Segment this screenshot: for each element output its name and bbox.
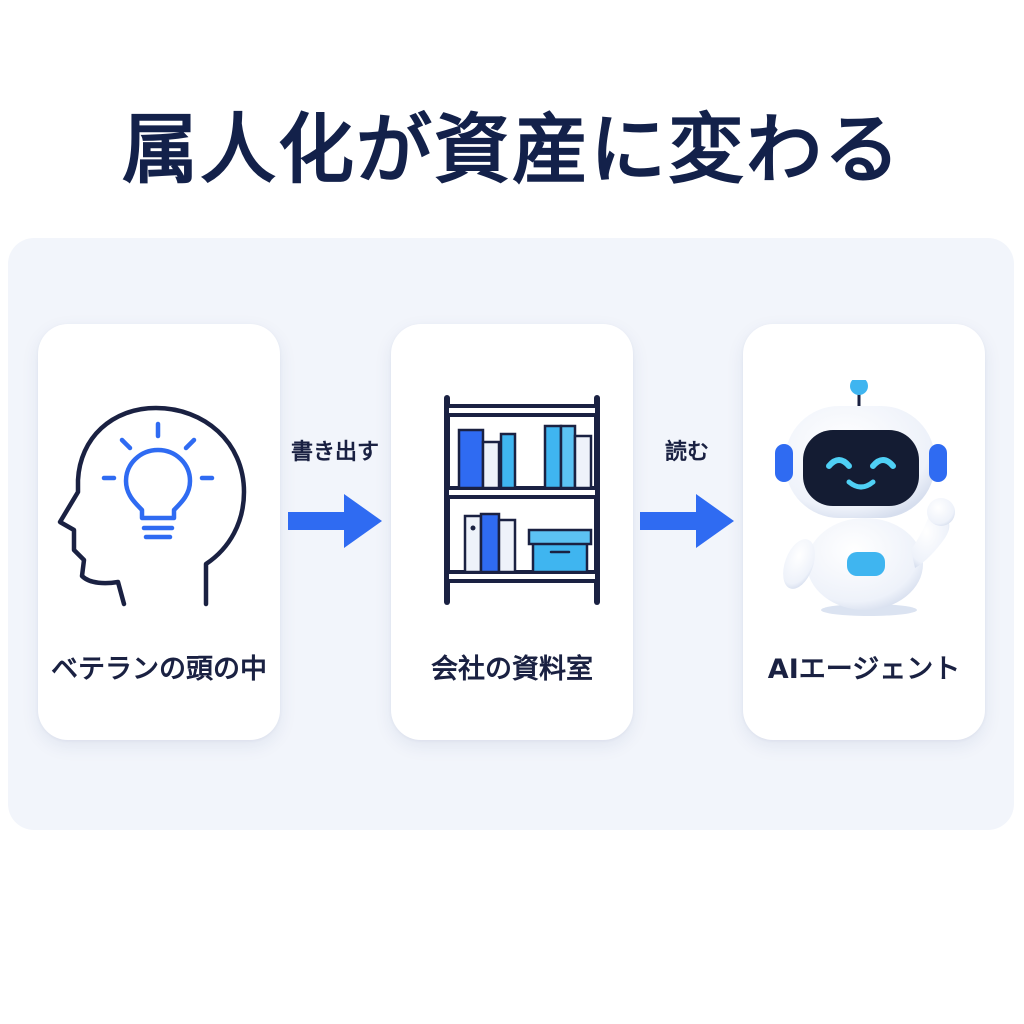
step-card-company-library: 会社の資料室 bbox=[391, 324, 633, 740]
bookshelf-icon bbox=[444, 395, 600, 605]
connector-label-write-out: 書き出す bbox=[290, 440, 379, 465]
arrow-right-icon bbox=[640, 494, 734, 548]
connector-write-out: 書き出す bbox=[280, 436, 390, 548]
page-title: 属人化が資産に変わる bbox=[122, 105, 902, 194]
step-card-veteran-head: ベテランの頭の中 bbox=[38, 324, 280, 740]
head-lightbulb-icon bbox=[57, 405, 247, 607]
step-label-ai-agent: AIエージェント bbox=[767, 654, 961, 685]
step-card-ai-agent: AIエージェント bbox=[743, 324, 985, 740]
arrow-right-icon bbox=[288, 494, 382, 548]
robot-icon bbox=[775, 380, 955, 616]
step-label-company-library: 会社の資料室 bbox=[431, 654, 593, 685]
connector-read: 読む bbox=[632, 436, 742, 548]
step-label-veteran-head: ベテランの頭の中 bbox=[51, 654, 267, 685]
connector-label-read: 読む bbox=[664, 440, 709, 465]
